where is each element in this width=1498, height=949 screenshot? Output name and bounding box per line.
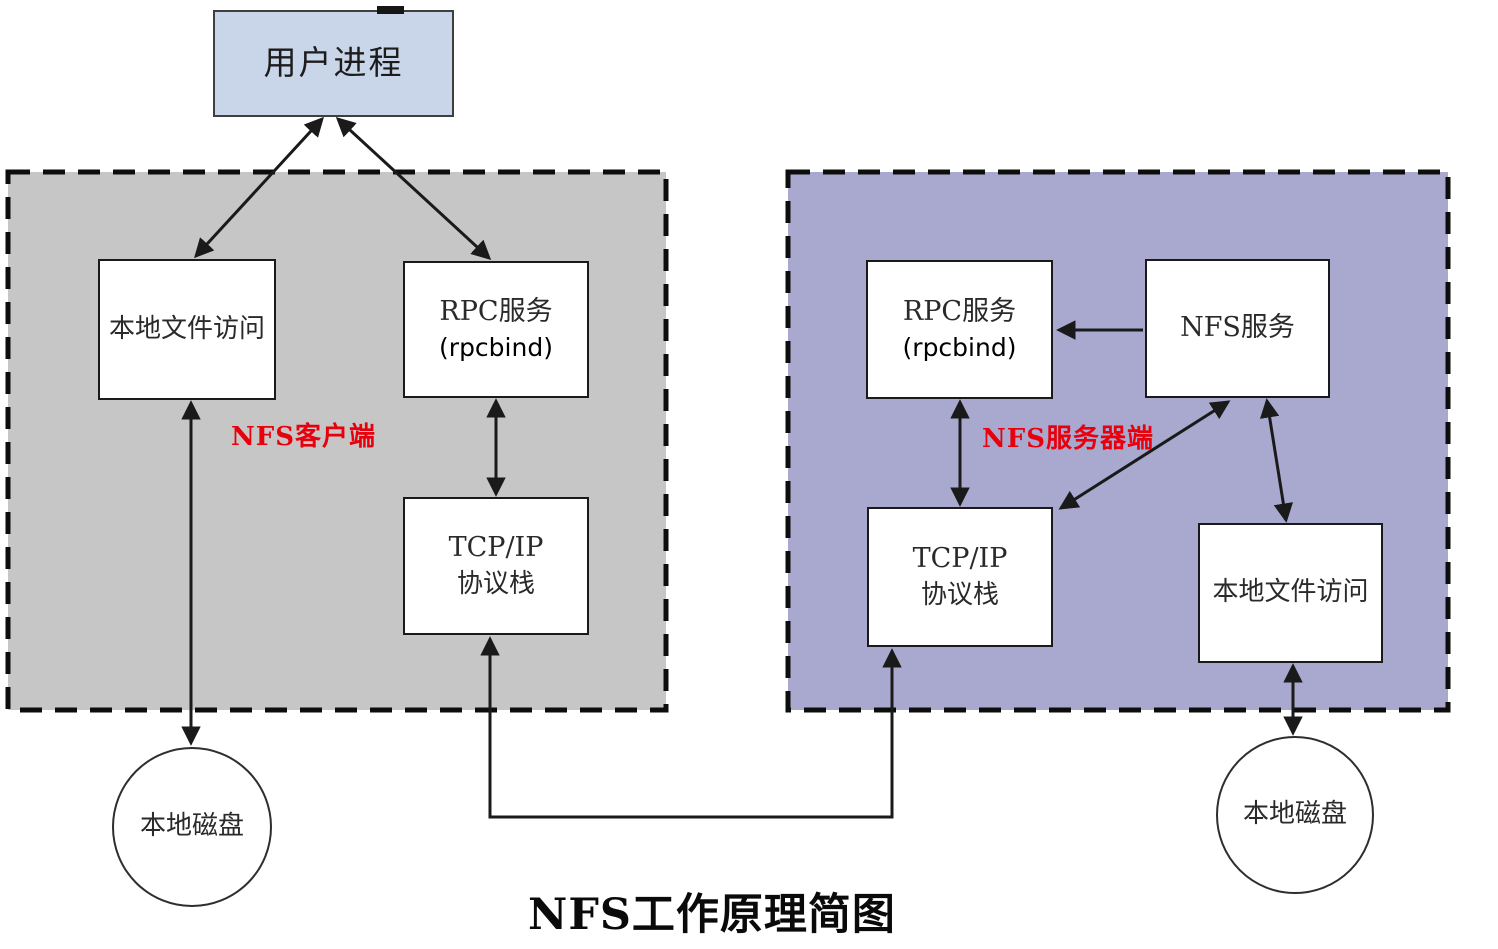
client-rpc-label-line2: (rpcbind) <box>439 332 553 362</box>
edge-user-to-client-local-file <box>194 116 324 259</box>
server-local-file-label: 本地文件访问 <box>1212 577 1369 608</box>
server-nfs-label: NFS服务 <box>1180 312 1295 344</box>
server-tcpip-box: TCP/IP 协议栈 <box>867 507 1053 647</box>
client-rpc-box: RPC服务 (rpcbind) <box>403 261 589 398</box>
client-rpc-label-line1: RPC服务 <box>439 296 553 328</box>
nfs-server-region-label: NFS服务器端 <box>982 424 1155 454</box>
server-rpc-label-line1: RPC服务 <box>902 296 1017 328</box>
client-local-disk-circle: 本地磁盘 <box>112 747 272 907</box>
client-local-file-box: 本地文件访问 <box>98 259 276 400</box>
edge-client-tcpip-to-server-tcpip-u-connector <box>480 636 902 819</box>
diagram-title: NFS工作原理简图 <box>528 890 896 940</box>
client-tcpip-label-line1: TCP/IP <box>448 532 544 564</box>
server-local-disk-circle: 本地磁盘 <box>1216 736 1374 894</box>
server-tcpip-label-line2: 协议栈 <box>920 579 999 610</box>
server-rpc-box: RPC服务 (rpcbind) <box>866 260 1053 399</box>
edge-user-to-client-rpc <box>335 117 492 260</box>
server-tcpip-label-line1: TCP/IP <box>912 543 1008 575</box>
client-tcpip-box: TCP/IP 协议栈 <box>403 497 589 635</box>
client-local-file-label: 本地文件访问 <box>108 313 265 344</box>
user-process-box: 用户进程 <box>213 10 454 117</box>
nfs-client-region-label: NFS客户端 <box>231 422 377 452</box>
server-rpc-label-line2: (rpcbind) <box>902 332 1017 362</box>
server-local-disk-label: 本地磁盘 <box>1242 799 1347 830</box>
edge-server-nfs-to-server-local-file <box>1259 398 1294 523</box>
client-tcpip-label-line2: 协议栈 <box>456 568 535 599</box>
user-process-label: 用户进程 <box>263 43 404 83</box>
server-local-file-box: 本地文件访问 <box>1198 523 1383 663</box>
server-nfs-box: NFS服务 <box>1145 259 1330 398</box>
top-border-notch-artifact <box>377 6 404 14</box>
client-local-disk-label: 本地磁盘 <box>139 811 244 842</box>
